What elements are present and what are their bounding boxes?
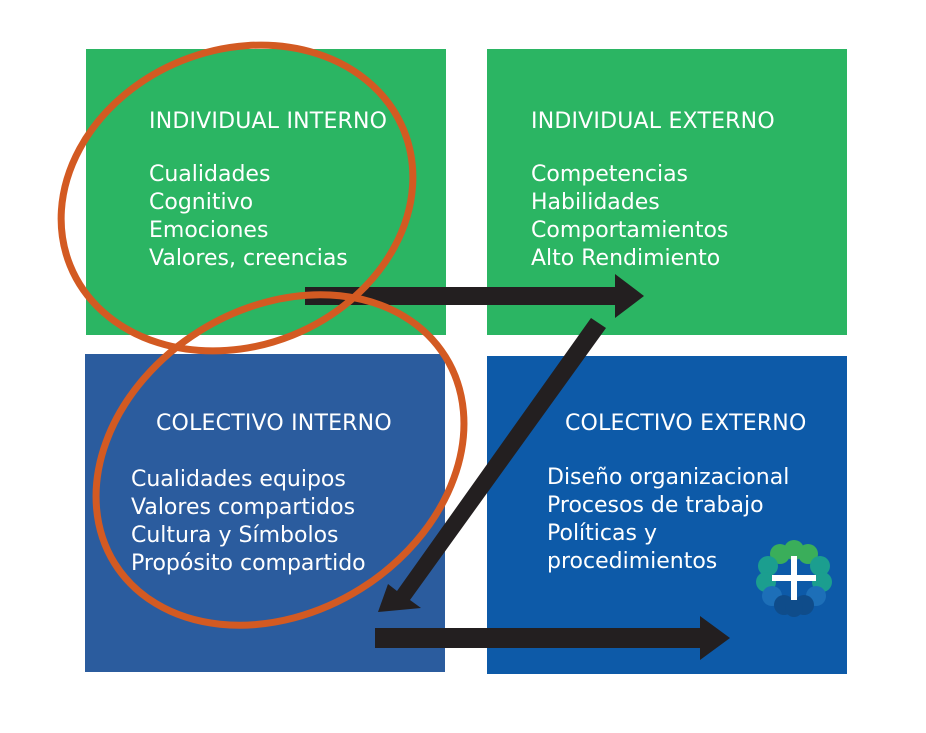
highlight-ellipse-bottom <box>92 291 468 629</box>
arrows <box>305 274 730 660</box>
arrow-right-top <box>305 274 644 318</box>
quadrant-items: Diseño organizacional Procesos de trabaj… <box>547 464 789 576</box>
quadrant-item: Cualidades <box>149 162 271 187</box>
quadrant-item: Políticas y <box>547 521 657 546</box>
arrow-diagonal <box>378 318 606 612</box>
quadrant-item: Habilidades <box>531 190 660 215</box>
quadrant-item: Alto Rendimiento <box>531 246 721 271</box>
quadrant-items: Cualidades Cognitivo Emociones Valores, … <box>149 161 348 273</box>
quadrant-colectivo-interno: COLECTIVO INTERNO Cualidades equipos Val… <box>85 354 445 672</box>
quadrant-item: Cultura y Símbolos <box>131 523 339 548</box>
quadrant-item: Cualidades equipos <box>131 467 346 492</box>
quadrant-items: Cualidades equipos Valores compartidos C… <box>131 466 366 578</box>
quadrant-item: Cognitivo <box>149 190 254 215</box>
quadrant-title: INDIVIDUAL INTERNO <box>149 109 388 134</box>
arrow-right-bottom <box>375 616 730 660</box>
quadrant-title: COLECTIVO INTERNO <box>156 411 392 436</box>
quadrant-item: Valores, creencias <box>149 246 348 271</box>
tree-logo-icon <box>756 540 832 617</box>
quadrant-title: INDIVIDUAL EXTERNO <box>531 109 775 134</box>
quadrant-item: Propósito compartido <box>131 551 366 576</box>
quadrant-items: Competencias Habilidades Comportamientos… <box>531 161 728 273</box>
quadrant-item: Diseño organizacional <box>547 465 790 490</box>
quadrant-item: Valores compartidos <box>131 495 356 520</box>
quadrant-item: procedimientos <box>547 549 718 574</box>
quadrant-item: Competencias <box>531 162 689 187</box>
quadrant-item: Procesos de trabajo <box>547 493 764 518</box>
quadrant-item: Comportamientos <box>531 218 729 243</box>
highlight-ellipse-top <box>57 41 417 355</box>
quadrant-title: COLECTIVO EXTERNO <box>565 411 807 436</box>
quadrant-item: Emociones <box>149 218 269 243</box>
